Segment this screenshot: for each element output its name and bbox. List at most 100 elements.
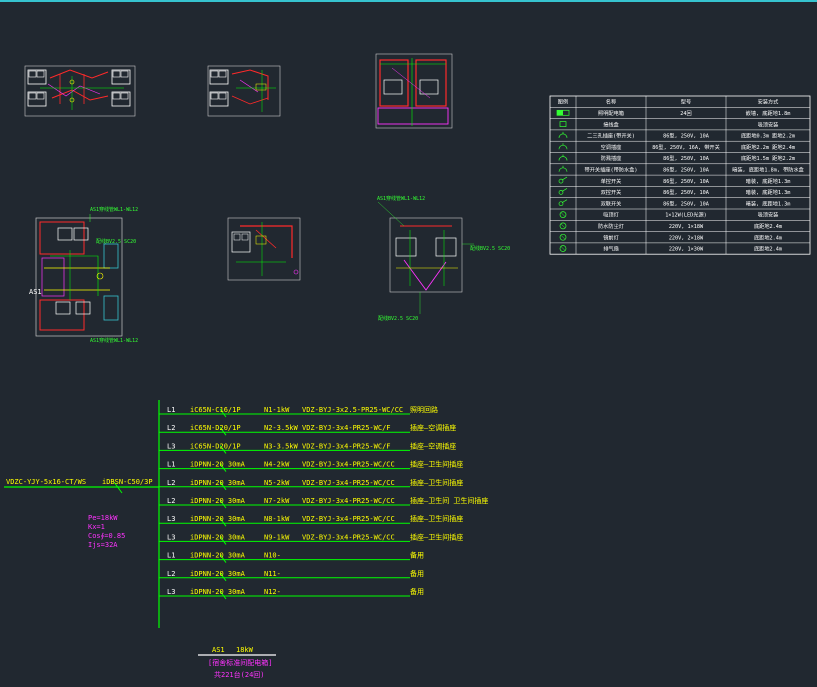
legend-install-cell: 暗装, 底距地1.3m xyxy=(746,177,791,185)
legend-name-cell: 二三孔插座(带开关) xyxy=(587,132,635,140)
circuit-phase: L1 xyxy=(167,552,175,560)
circuit-use: 插座—卫生间插座 xyxy=(410,514,463,523)
legend-model-cell: 1×12W(LED光源) xyxy=(665,211,707,219)
plan-b-note-top: AS1穿线管WL1-WL12 xyxy=(90,206,138,213)
circuit-breaker: iDPNN-20 30mA xyxy=(190,570,246,578)
circuit-cable: VDZ-BYJ-3x4-PR25-WC/F xyxy=(302,424,391,432)
circuit-breaker: iC65N-C16/1P xyxy=(190,406,241,414)
circuit-load: N10- xyxy=(264,552,281,560)
legend-header-cell: 图例 xyxy=(558,98,568,106)
breaker-symbol xyxy=(219,426,227,436)
circuit-breaker: iC65N-D20/1P xyxy=(190,442,241,450)
circuit-load: N8-1kW xyxy=(264,515,290,523)
circuit-breaker: iDPNN-20 30mA xyxy=(190,588,246,596)
circuit-phase: L3 xyxy=(167,533,175,541)
incoming-cable-label: VDZC-YJY-5x16-CT/WS xyxy=(6,478,86,486)
legend-model-cell: 86型, 250V, 10A xyxy=(663,188,710,196)
legend-install-cell: 暗装, 底距地1.3m xyxy=(746,199,791,207)
legend-model-cell: 86型, 250V, 10A xyxy=(663,177,710,185)
circuit-cable: VDZ-BYJ-3x4-PR25-WC/CC xyxy=(302,515,395,523)
socket-icon xyxy=(558,165,568,172)
circuit-cable: VDZ-BYJ-3x4-PR25-WC/CC xyxy=(302,461,395,469)
switch-icon xyxy=(558,199,568,207)
circuit-phase: L2 xyxy=(167,479,175,487)
circuit-phase: L1 xyxy=(167,406,175,414)
legend-header-cell: 安装方式 xyxy=(758,98,780,106)
title-block: AS1 18kW [宿舍标准间配电箱] 共221台(24回) xyxy=(198,646,276,679)
socket-icon xyxy=(558,143,568,150)
floor-plan-c xyxy=(227,217,301,281)
circuit-breaker: iDPNN-20 30mA xyxy=(190,479,246,487)
circuit-cable: VDZ-BYJ-3x2.5-PR25-WC/CC xyxy=(302,406,403,414)
breaker-symbol xyxy=(219,463,227,472)
param-ijs: Ijs=32A xyxy=(88,541,118,549)
legend-name-cell: 防水防尘灯 xyxy=(598,222,624,230)
title-panel-name: AS1 xyxy=(212,646,225,654)
circuit-phase: L3 xyxy=(167,515,175,523)
param-kx: Kx=1 xyxy=(88,523,105,531)
breaker-symbol xyxy=(219,590,227,600)
circuit-load: N7-2kW xyxy=(264,497,290,505)
plan-b-note-bottom: AS1穿线管WL1-WL12 xyxy=(90,337,138,344)
main-breaker-label: iDBSN-C50/3P xyxy=(102,478,153,486)
circuit-cable: VDZ-BYJ-3x4-PR25-WC/CC xyxy=(302,497,395,505)
circuit-breaker: iDPNN-20 30mA xyxy=(190,552,246,560)
main-breaker-symbol xyxy=(113,481,123,494)
circuit-load: N4-2kW xyxy=(264,461,290,469)
legend-install-cell: 底距地2.4m xyxy=(754,222,782,230)
legend-model-cell: 220V, 2×18W xyxy=(669,235,704,241)
breaker-symbol xyxy=(219,536,227,545)
panel-icon xyxy=(556,109,570,116)
circuit-load: N5-2kW xyxy=(264,479,290,487)
socket-icon xyxy=(558,154,568,161)
legend-model-cell: 24回 xyxy=(680,110,691,117)
legend-name-cell: 单控开关 xyxy=(601,177,622,185)
breaker-symbol xyxy=(219,408,227,418)
circuit-use: 备用 xyxy=(410,569,424,578)
floor-plan-a3 xyxy=(375,53,453,129)
floor-plan-b xyxy=(35,214,123,337)
title-desc: [宿舍标准间配电箱] xyxy=(208,658,272,667)
legend-name-cell: 双联开关 xyxy=(601,199,622,207)
circuit-use: 照明回路 xyxy=(410,405,438,414)
switch-icon xyxy=(558,188,568,195)
legend-install-cell: 嵌墙, 底距地1.8m xyxy=(746,109,791,117)
circuit-breaker: iDPNN-20 30mA xyxy=(190,497,246,505)
legend-name-cell: 排气扇 xyxy=(603,245,619,253)
circuit-use: 备用 xyxy=(410,587,424,596)
legend-model-cell: 86型, 250V, 16A, 带开关 xyxy=(652,143,720,151)
legend-install-cell: 吸顶安装 xyxy=(758,211,779,219)
breaker-symbol xyxy=(219,517,227,527)
legend-install-cell: 底距地2.4m xyxy=(754,245,782,253)
switch-icon xyxy=(558,176,568,184)
legend-model-cell: 220V, 1×30W xyxy=(669,247,704,253)
lamp-icon xyxy=(559,233,567,241)
circuit-phase: L1 xyxy=(167,461,175,469)
circuit-breaker: iDPNN-20 30mA xyxy=(190,515,246,523)
circuit-use: 插座—空调插座 xyxy=(410,441,456,450)
breaker-symbol xyxy=(219,572,227,582)
circuit-use: 插座—卫生间插座 xyxy=(410,532,463,541)
breaker-symbol xyxy=(219,481,227,491)
top-accent-line xyxy=(0,0,817,2)
legend-name-cell: 双控开关 xyxy=(601,188,622,196)
legend-name-cell: 防溅插座 xyxy=(601,154,622,162)
circuit-use: 备用 xyxy=(410,551,424,560)
socket-icon xyxy=(558,131,568,138)
plan-d-note-top: AS1穿线管WL1-WL12 xyxy=(377,195,425,202)
circuit-row: L2 iDPNN-20 30mA N5-2kW VDZ-BYJ-3x4-PR25-WC… xyxy=(159,478,463,491)
legend-install-cell: 底距地0.3m 距地2.2m xyxy=(741,132,795,140)
legend-header-cell: 型号 xyxy=(681,98,691,106)
circuit-use: 插座—卫生间插座 xyxy=(410,478,463,487)
circuit-use: 插座—卫生间插座 xyxy=(410,460,463,469)
title-qty: 共221台(24回) xyxy=(214,670,265,679)
circuit-phase: L2 xyxy=(167,424,175,432)
legend-name-cell: 空调插座 xyxy=(601,143,622,151)
box-icon xyxy=(559,121,567,127)
legend-install-cell: 底距地1.5m 距地2.2m xyxy=(741,154,795,162)
circuit-cable: VDZ-BYJ-3x4-PR25-WC/CC xyxy=(302,479,395,487)
